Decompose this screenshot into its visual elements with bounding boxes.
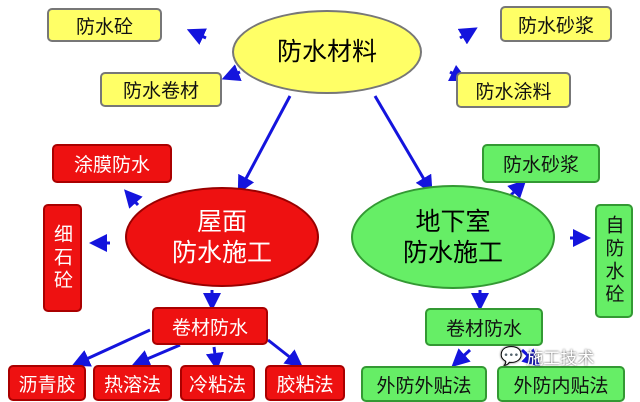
basement-label: 地下室 [415,206,491,236]
basement-self-concrete: 自防水砼 [595,204,633,318]
basement-mortar: 防水砂浆 [482,144,600,183]
watermark: 💬 施工技术 [500,344,594,369]
material-concrete: 防水砼 [47,8,162,42]
material-coating: 防水涂料 [456,72,571,108]
roof-method-asphalt: 沥青胶 [8,365,86,401]
basement-method-external: 外防外贴法 [361,366,487,402]
waterproof-materials-node: 防水材料 [232,10,422,94]
material-membrane: 防水卷材 [100,72,222,107]
roof-membrane: 卷材防水 [152,307,268,345]
roof-fine-stone-concrete: 细石砼 [43,204,82,312]
roof-sublabel: 防水施工 [171,238,272,267]
basement-method-internal: 外防内贴法 [497,366,625,402]
basement-membrane: 卷材防水 [425,308,543,346]
basement-waterproofing-node: 地下室防水施工 [351,185,555,289]
watermark-text: 施工技术 [526,349,595,369]
roof-label: 屋面 [196,206,247,236]
roof-waterproofing-node: 屋面防水施工 [125,187,319,287]
material-mortar: 防水砂浆 [500,6,612,42]
wechat-icon: 💬 [500,346,523,367]
roof-method-adhesive: 胶粘法 [265,365,345,401]
roof-method-cold-bond: 冷粘法 [180,365,255,401]
basement-sublabel: 防水施工 [402,238,503,267]
center-label: 防水材料 [276,37,377,67]
roof-method-hot-melt: 热溶法 [93,365,172,401]
roof-coating: 涂膜防水 [52,144,172,183]
